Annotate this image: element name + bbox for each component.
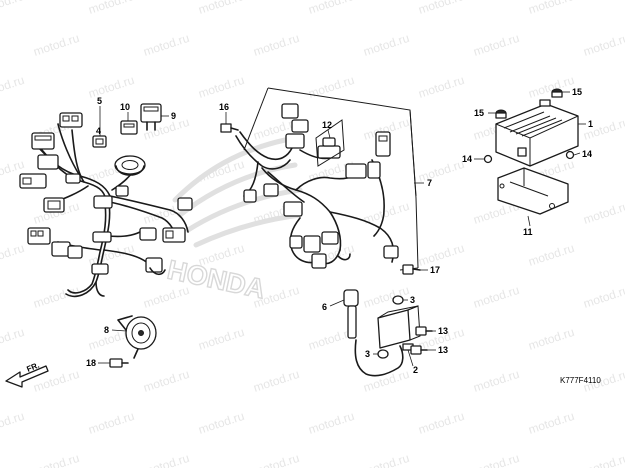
watermark-text: motod.ru	[527, 241, 576, 269]
callout-11: 11	[523, 227, 533, 237]
callout-14-left: 14	[462, 154, 472, 164]
callout-4: 6	[322, 302, 327, 312]
watermark-text: motod.ru	[582, 199, 625, 227]
callout-18: 18	[86, 358, 96, 368]
watermark-text: motod.ru	[417, 409, 466, 437]
watermark-text: motod.ru	[362, 451, 411, 468]
callout-15-right: 15	[572, 87, 582, 97]
watermark-text: motod.ru	[417, 241, 466, 269]
relay-5	[92, 135, 107, 148]
watermark-text: motod.ru	[197, 409, 246, 437]
watermark-text: motod.ru	[0, 73, 26, 101]
watermark-text: motod.ru	[417, 157, 466, 185]
watermark-text: motod.ru	[0, 409, 26, 437]
front-direction-marker: FR.	[5, 361, 49, 388]
plug-cap-4	[343, 289, 404, 377]
callout-9: 9	[171, 111, 176, 121]
watermark-text: motod.ru	[307, 0, 356, 17]
callout-2: 2	[413, 365, 418, 375]
watermark-text: motod.ru	[197, 73, 246, 101]
watermark-text: motod.ru	[142, 367, 191, 395]
leader-lines	[98, 91, 586, 367]
watermark-text: motod.ru	[32, 451, 81, 468]
watermark-text: motod.ru	[142, 451, 191, 468]
watermark-text: motod.ru	[472, 451, 521, 468]
watermark-text: motod.ru	[252, 367, 301, 395]
watermark-text: motod.ru	[527, 73, 576, 101]
bolt-3-bottom	[377, 349, 389, 359]
screw-14-left	[483, 154, 493, 164]
clip-12	[315, 119, 345, 167]
watermark-text: motod.ru	[87, 0, 136, 17]
sub-wire-harness	[235, 87, 419, 271]
bolt-13-top	[415, 326, 433, 336]
watermark-text: motod.ru	[87, 73, 136, 101]
callout-17: 17	[430, 265, 440, 275]
watermark-text: motod.ru	[197, 325, 246, 353]
watermark-text: motod.ru	[87, 409, 136, 437]
callout-numbers: 5 4 10 9 16 12 7 1 15 15 14 14 11 17 6 3…	[86, 87, 593, 375]
watermark-text: motod.ru	[582, 451, 625, 468]
watermark-text: motod.ru	[527, 0, 576, 17]
callout-14-right: 14	[582, 149, 592, 159]
watermark-text: motod.ru	[527, 325, 576, 353]
callout-13-bottom: 13	[438, 345, 448, 355]
callout-3-bottom: 3	[365, 349, 370, 359]
watermark-text: motod.ru	[582, 31, 625, 59]
connector-10	[120, 120, 138, 135]
callout-6: 5	[97, 96, 102, 106]
bracket-11	[497, 167, 569, 215]
watermark-text: motod.ru	[417, 0, 466, 17]
callout-8: 8	[104, 325, 109, 335]
honda-wing-watermark	[172, 137, 303, 248]
callout-16: 16	[219, 102, 229, 112]
horn-8	[117, 315, 157, 359]
watermark-text: motod.ru	[197, 0, 246, 17]
callout-13-top: 13	[438, 326, 448, 336]
nut-15-top	[551, 88, 563, 98]
bolt-13-bottom	[410, 345, 428, 355]
relay-9	[140, 103, 162, 131]
watermark-text: motod.ru	[0, 241, 26, 269]
diagram-code: K777F4110	[560, 376, 601, 385]
callout-7: 7	[427, 178, 432, 188]
screw-14-right	[565, 150, 575, 160]
watermark-text: motod.ru	[307, 73, 356, 101]
callout-5: 4	[96, 126, 101, 136]
watermark-text: motod.ru	[0, 325, 26, 353]
bolt-3-top	[392, 295, 404, 305]
callout-3-top: 3	[410, 295, 415, 305]
bolt-18	[109, 358, 129, 368]
callout-10: 10	[120, 102, 130, 112]
watermark-text: motod.ru	[582, 283, 625, 311]
watermark-text: motod.ru	[252, 31, 301, 59]
watermark-text: motod.ru	[142, 31, 191, 59]
watermark-text: motod.ru	[472, 31, 521, 59]
watermark-text: motod.ru	[417, 73, 466, 101]
watermark-text: motod.ru	[362, 283, 411, 311]
ecu-1	[495, 99, 579, 167]
watermark-text: motod.ru	[252, 451, 301, 468]
watermark-text: motod.ru	[472, 367, 521, 395]
callout-15-left: 15	[474, 108, 484, 118]
ignition-coil-2	[377, 305, 421, 351]
watermark-text: motod.ru	[472, 283, 521, 311]
callout-12: 12	[322, 120, 332, 130]
watermark-text: motod.ru	[307, 409, 356, 437]
front-label: FR.	[25, 361, 40, 374]
watermark-text: motod.ru	[362, 31, 411, 59]
watermark-text: motod.ru	[32, 31, 81, 59]
bolt-17	[402, 264, 421, 275]
nut-15-left	[495, 109, 507, 119]
bolt-16	[220, 123, 239, 133]
watermark-text: motod.ru	[362, 367, 411, 395]
main-wire-harness	[19, 112, 193, 298]
watermark-text: motod.ru	[0, 0, 26, 17]
watermark-text: motod.ru	[527, 409, 576, 437]
callout-1: 1	[588, 119, 593, 129]
